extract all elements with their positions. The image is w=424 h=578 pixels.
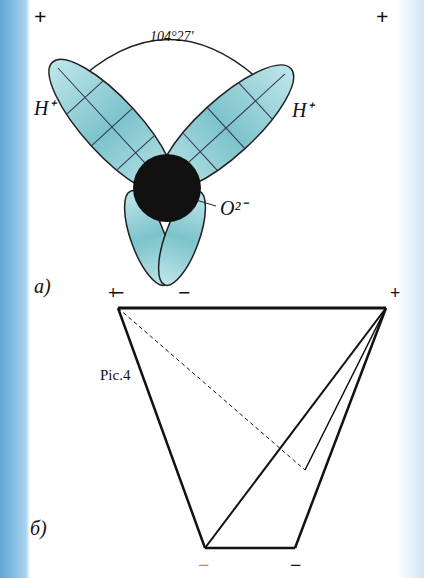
figure-caption: Pic.4 xyxy=(100,368,130,383)
atom-label: O²⁻ xyxy=(220,198,247,218)
atom-label: H⁺ xyxy=(292,100,313,120)
atom-label: H⁺ xyxy=(34,98,55,118)
sign-label: − xyxy=(198,555,209,575)
sign-label: − xyxy=(290,555,301,575)
sign-label: + xyxy=(390,284,400,302)
sign-label: − xyxy=(178,282,191,304)
sign-label: + xyxy=(108,284,118,302)
figure-letter: б) xyxy=(30,518,47,538)
angle-label: 104°27' xyxy=(150,30,194,44)
tetrahedron xyxy=(118,308,386,548)
sign-label: + xyxy=(376,6,389,28)
sign-label: + xyxy=(34,6,47,28)
leader-line xyxy=(196,200,216,206)
oxygen-core xyxy=(133,154,201,222)
figure-letter: а) xyxy=(34,276,51,296)
